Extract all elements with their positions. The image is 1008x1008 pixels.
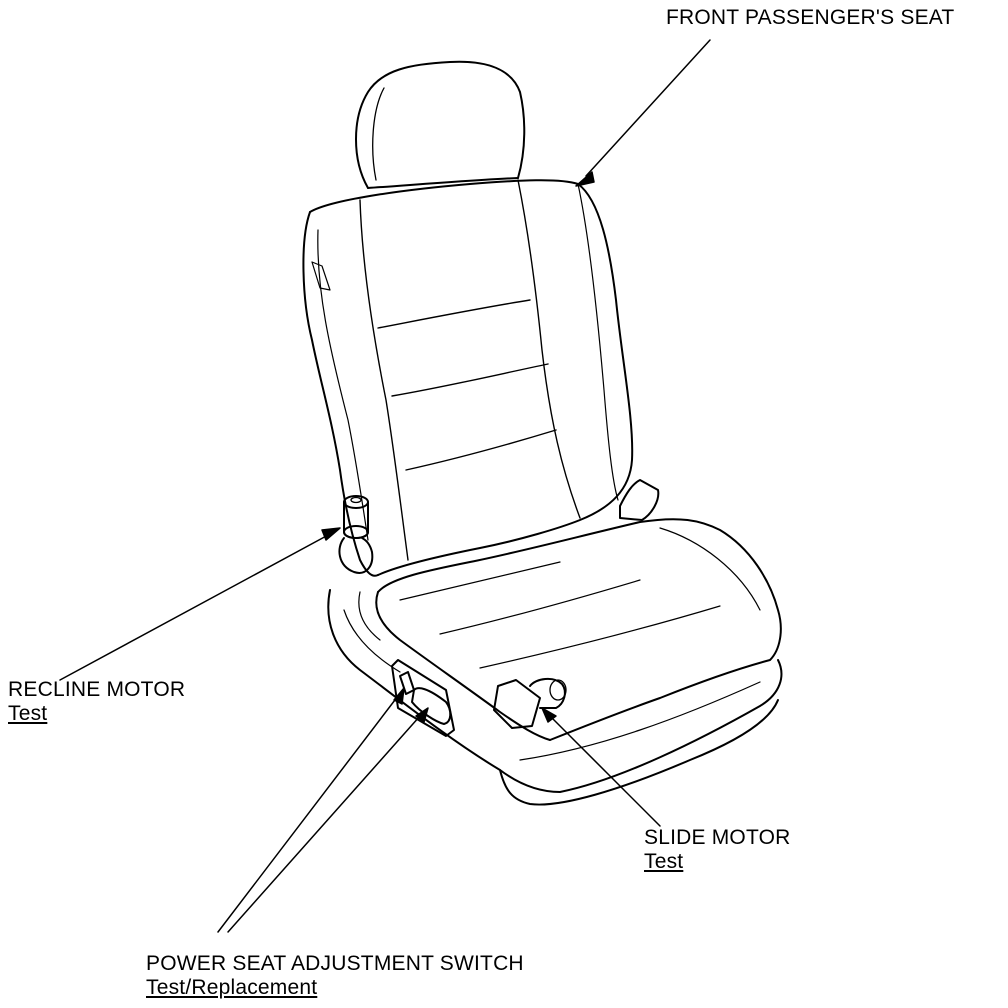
switch-label: POWER SEAT ADJUSTMENT SWITCH Test/Replac… bbox=[146, 952, 524, 1000]
seat-cushion bbox=[376, 519, 781, 740]
recline-leader-line bbox=[60, 534, 330, 680]
seat-arrowhead bbox=[576, 172, 594, 186]
switch-arrowhead-2 bbox=[416, 708, 428, 722]
switch-leader-line-2 bbox=[228, 716, 420, 932]
recline-motor bbox=[339, 496, 372, 573]
switch-title: POWER SEAT ADJUSTMENT SWITCH bbox=[146, 952, 524, 975]
slide-motor-title: SLIDE MOTOR bbox=[644, 826, 791, 849]
slide-motor-test-link[interactable]: Test bbox=[644, 850, 684, 873]
recline-motor-label: RECLINE MOTOR Test bbox=[8, 678, 185, 726]
seat-title: FRONT PASSENGER'S SEAT bbox=[666, 6, 955, 29]
slide-arrowhead bbox=[542, 708, 556, 722]
seat-base bbox=[328, 590, 781, 805]
switch-test-replacement-link[interactable]: Test/Replacement bbox=[146, 976, 318, 999]
switch-leader-line-1 bbox=[218, 696, 398, 932]
recline-arrowhead bbox=[322, 528, 340, 540]
slide-leader-line bbox=[550, 716, 660, 826]
recline-motor-title: RECLINE MOTOR bbox=[8, 678, 186, 701]
seat-label: FRONT PASSENGER'S SEAT bbox=[666, 6, 954, 30]
seat-leader-line bbox=[586, 40, 710, 176]
headrest bbox=[356, 62, 524, 188]
seat-back bbox=[303, 180, 632, 576]
slide-motor-label: SLIDE MOTOR Test bbox=[644, 826, 791, 874]
recline-motor-test-link[interactable]: Test bbox=[8, 702, 48, 725]
seat-belt-buckle bbox=[620, 480, 658, 520]
switch-arrowhead-1 bbox=[394, 688, 404, 704]
leader-lines bbox=[60, 40, 710, 932]
slide-motor bbox=[494, 679, 566, 728]
